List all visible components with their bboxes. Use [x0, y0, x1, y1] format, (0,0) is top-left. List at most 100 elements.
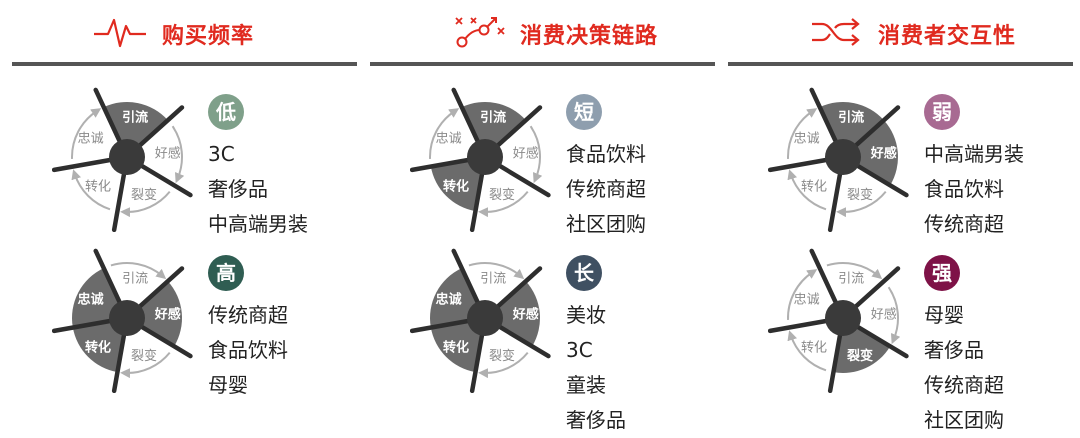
- list-item: 中高端男装: [924, 142, 1024, 166]
- list-item: 传统商超: [208, 303, 288, 327]
- column-decision-path: 消费决策链路 引流好感裂变转化忠诚 短 食品饮料 传统商超 社区团购 引流好感裂…: [370, 0, 715, 432]
- stage-cycle-arrow: [120, 190, 171, 218]
- category-list: 食品饮料 传统商超 社区团购: [566, 137, 646, 242]
- list-item: 母婴: [208, 373, 248, 397]
- stage-label-lie-bian: 裂变: [847, 187, 873, 203]
- column-title: 消费者交互性: [878, 24, 1017, 49]
- stage-label-hao-gan: 好感: [870, 146, 897, 162]
- stage-cycle-arrow: [71, 108, 102, 159]
- list-item: 社区团购: [924, 408, 1004, 432]
- stage-label-zhong-cheng: 忠诚: [436, 292, 462, 308]
- stage-label-hao-gan: 好感: [871, 307, 897, 323]
- list-item: 食品饮料: [208, 338, 288, 362]
- category-list: 中高端男装 食品饮料 传统商超: [924, 137, 1024, 242]
- level-badge: 高: [208, 255, 244, 291]
- list-item: 3C: [208, 142, 235, 166]
- stage-cycle-arrow: [787, 169, 827, 211]
- stage-cycle-arrow: [429, 108, 460, 159]
- block-strong: 引流好感裂变转化忠诚 强 母婴 奢侈品 传统商超 社区团购: [728, 243, 1073, 432]
- stage-label-yin-liu: 引流: [122, 271, 148, 286]
- level-badge: 低: [208, 94, 244, 130]
- stage-label-hao-gan: 好感: [154, 307, 181, 323]
- stage-label-zhong-cheng: 忠诚: [78, 292, 104, 308]
- active-stage-sector: [843, 120, 898, 186]
- divider: [370, 62, 715, 66]
- shuffle-icon: [812, 18, 860, 46]
- stage-label-yin-liu: 引流: [480, 109, 506, 125]
- stage-cycle-arrow: [787, 269, 818, 320]
- active-stage-sector: [127, 281, 182, 347]
- column-header: 消费者交互性: [728, 8, 1073, 56]
- stage-label-zhuan-hua: 转化: [85, 179, 111, 194]
- column-interactivity: 消费者交互性 引流好感裂变转化忠诚 弱 中高端男装 食品饮料 传统商超 引流好感…: [728, 0, 1073, 432]
- list-item: 传统商超: [924, 373, 1004, 397]
- list-item: 母婴: [924, 303, 964, 327]
- active-stage-sector: [819, 102, 884, 157]
- category-list: 3C 奢侈品 中高端男装: [208, 137, 308, 242]
- wheel-hub: [467, 139, 503, 175]
- active-stage-sector: [461, 102, 526, 157]
- column-purchase-frequency: 购买频率 引流好感裂变转化忠诚 低 3C 奢侈品 中高端男装 引流好感裂变转化忠…: [12, 0, 357, 430]
- stage-label-hao-gan: 好感: [155, 146, 181, 162]
- column-title: 购买频率: [162, 24, 255, 49]
- block-long: 引流好感裂变转化忠诚 长 美妆 3C 童装 奢侈品: [370, 243, 715, 432]
- list-item: 奢侈品: [208, 177, 268, 201]
- stage-label-hao-gan: 好感: [512, 307, 539, 323]
- stage-cycle-arrow: [826, 262, 883, 280]
- stage-label-zhuan-hua: 转化: [443, 178, 469, 194]
- category-list: 传统商超 食品饮料 母婴: [208, 298, 288, 403]
- active-stage-sector: [430, 318, 485, 373]
- block-short: 引流好感裂变 转化 忠诚 短 食品饮料 传统商超 社区团购: [370, 82, 715, 252]
- level-badge: 短: [566, 94, 602, 130]
- stage-label-lie-bian: 裂变: [489, 187, 515, 203]
- list-item: 传统商超: [566, 177, 646, 201]
- active-stage-sector: [485, 281, 540, 347]
- stage-cycle-arrow: [529, 125, 543, 184]
- column-header: 购买频率: [12, 8, 357, 56]
- category-list: 美妆 3C 童装 奢侈品: [566, 298, 626, 438]
- stage-label-zhuan-hua: 转化: [801, 179, 827, 194]
- column-header: 消费决策链路: [370, 8, 715, 56]
- category-list: 母婴 奢侈品 传统商超 社区团购: [924, 298, 1004, 438]
- stage-label-zhong-cheng: 忠诚: [78, 132, 104, 147]
- stage-label-zhong-cheng: 忠诚: [436, 132, 462, 147]
- stage-cycle-arrow: [468, 262, 525, 280]
- stage-label-zhuan-hua: 转化: [801, 340, 827, 355]
- stage-cycle-arrow: [71, 169, 111, 211]
- pulse-icon: [94, 18, 146, 48]
- block-low: 引流好感裂变转化忠诚 低 3C 奢侈品 中高端男装: [12, 82, 357, 252]
- stage-cycle-arrow: [171, 125, 185, 184]
- level-badge: 强: [924, 255, 960, 291]
- list-item: 奢侈品: [566, 408, 626, 432]
- list-item: 食品饮料: [566, 142, 646, 166]
- active-stage-sector: [430, 157, 485, 212]
- stage-label-yin-liu: 引流: [838, 271, 864, 286]
- stage-label-hao-gan: 好感: [513, 146, 539, 162]
- route-icon: [455, 17, 505, 48]
- level-badge: 长: [566, 255, 602, 291]
- stage-label-yin-liu: 引流: [480, 271, 506, 286]
- stage-label-zhong-cheng: 忠诚: [794, 293, 820, 308]
- stage-cycle-arrow: [787, 330, 827, 372]
- list-item: 3C: [566, 338, 593, 362]
- wheel-hub: [825, 300, 861, 336]
- list-item: 社区团购: [566, 212, 646, 236]
- wheel-hub: [109, 139, 145, 175]
- level-badge: 弱: [924, 94, 960, 130]
- stage-label-lie-bian: 裂变: [131, 348, 157, 364]
- list-item: 中高端男装: [208, 212, 308, 236]
- stage-cycle-arrow: [120, 351, 171, 379]
- list-item: 美妆: [566, 303, 606, 327]
- active-stage-sector: [103, 102, 168, 157]
- stage-label-lie-bian: 裂变: [489, 348, 515, 364]
- stage-cycle-arrow: [478, 190, 529, 218]
- divider: [728, 62, 1073, 66]
- stage-cycle-arrow: [787, 108, 818, 159]
- stage-label-zhuan-hua: 转化: [85, 339, 111, 355]
- stage-label-zhuan-hua: 转化: [443, 339, 469, 355]
